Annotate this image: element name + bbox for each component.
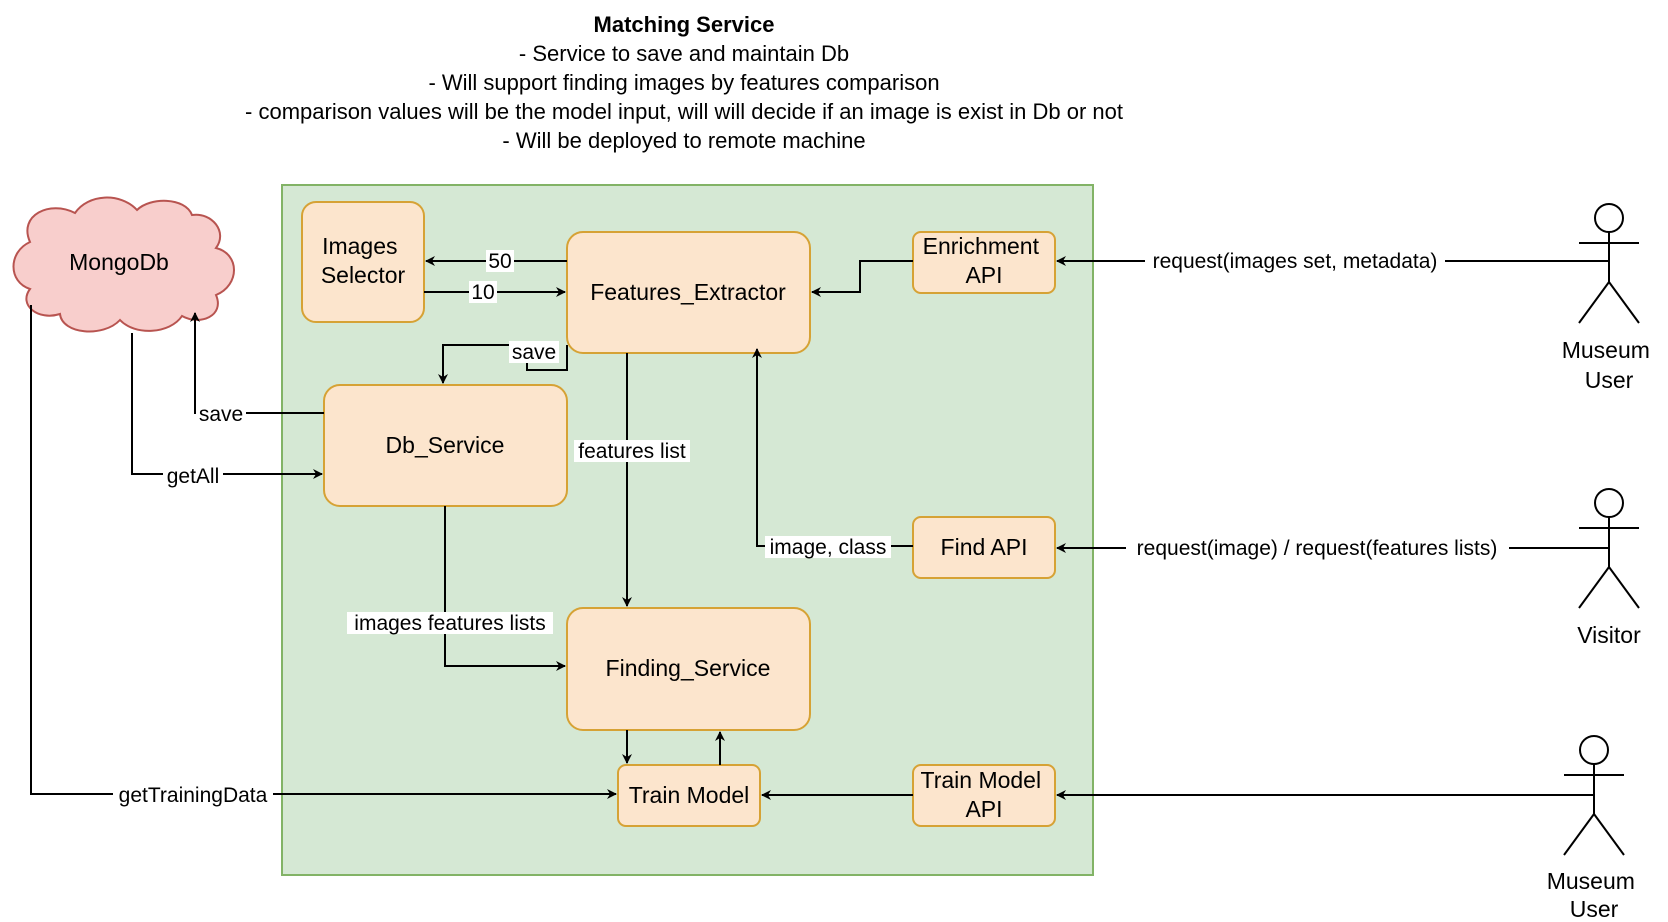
svg-text:Museum User: Museum User [1562, 337, 1657, 393]
edge-label-save-mongo: save [199, 403, 243, 426]
header-line: - Service to save and maintain Db [518, 41, 850, 66]
edge-label-save-db-service: save [512, 341, 556, 364]
find-api-node[interactable]: Find API [912, 516, 1056, 579]
edge-label-images-features-lists: images features lists [354, 612, 545, 635]
svg-text:Enrichment API: Enrichment API [923, 233, 1046, 288]
db-service-label: Db_Service [386, 432, 505, 458]
node-label-line: API [965, 796, 1002, 822]
header-line: - Will support finding images by feature… [428, 70, 940, 95]
node-label-line: Enrichment [923, 233, 1040, 259]
edge-db-service-save-to-mongo [190, 312, 324, 414]
actor-head-icon [1579, 735, 1609, 765]
edge-label-features-list: features list [578, 440, 686, 463]
node-label-line: Images [322, 233, 397, 259]
edge-label-request-find: request(image) / request(features lists) [1137, 537, 1498, 560]
header-line: - comparison values will be the model in… [245, 99, 1123, 124]
mongodb-cloud[interactable]: MongoDb [12, 196, 235, 333]
train-model-node[interactable]: Train Model [617, 764, 761, 827]
find-api-label: Find API [941, 534, 1028, 560]
edge-label-50: 50 [488, 250, 511, 273]
cloud-shape [12, 196, 235, 333]
edge-mongo-get-training-data [30, 305, 617, 799]
actor-label: User [1570, 896, 1619, 922]
enrichment-api-node[interactable]: Enrichment API [912, 231, 1056, 294]
node-label-line: Selector [321, 262, 406, 288]
actor-museum-user-bottom[interactable] [1563, 735, 1625, 856]
edge-enrichment-to-features-extractor [811, 260, 913, 297]
svg-text:Images Selector: Images Selector [321, 233, 406, 288]
actor-visitor[interactable] [1578, 488, 1640, 609]
edge-db-service-images-features-lists [444, 506, 566, 671]
svg-text:Museum User: Museum User [1547, 868, 1642, 922]
db-service-node[interactable]: Db_Service [323, 384, 568, 507]
actor-label: Museum [1547, 868, 1635, 894]
edge-label-10: 10 [471, 281, 494, 304]
train-model-label: Train Model [629, 782, 750, 808]
node-label-line: API [965, 262, 1002, 288]
features-extractor-node[interactable]: Features_Extractor [566, 231, 811, 354]
actor-museum-user-top[interactable] [1578, 203, 1640, 324]
features-extractor-label: Features_Extractor [590, 279, 786, 305]
edge-label-image-class: image, class [770, 536, 887, 559]
actor-head-icon [1594, 203, 1624, 233]
actor-label: Visitor [1577, 622, 1641, 648]
edge-label-request-enrichment: request(images set, metadata) [1153, 250, 1438, 273]
mongodb-label: MongoDb [69, 249, 169, 275]
diagram-title: Matching Service [593, 12, 775, 37]
images-selector-node[interactable]: Images Selector [301, 201, 425, 323]
actor-label: User [1585, 367, 1634, 393]
svg-text:Train Model API: Train Model API [921, 767, 1048, 822]
actor-head-icon [1594, 488, 1624, 518]
edge-label-get-all: getAll [167, 465, 220, 488]
svg-text:Visitor: Visitor [1577, 622, 1641, 648]
finding-service-node[interactable]: Finding_Service [566, 607, 811, 731]
node-label-line: Train Model [921, 767, 1042, 793]
header-line: - Will be deployed to remote machine [502, 128, 866, 153]
finding-service-label: Finding_Service [606, 655, 771, 681]
edge-mongo-get-all-to-db-service [131, 333, 323, 479]
train-model-api-node[interactable]: Train Model API [912, 764, 1056, 827]
diagram-header: Matching Service - Service to save and m… [134, 10, 1234, 155]
actor-label: Museum [1562, 337, 1650, 363]
edge-label-get-training-data: getTrainingData [119, 784, 268, 807]
